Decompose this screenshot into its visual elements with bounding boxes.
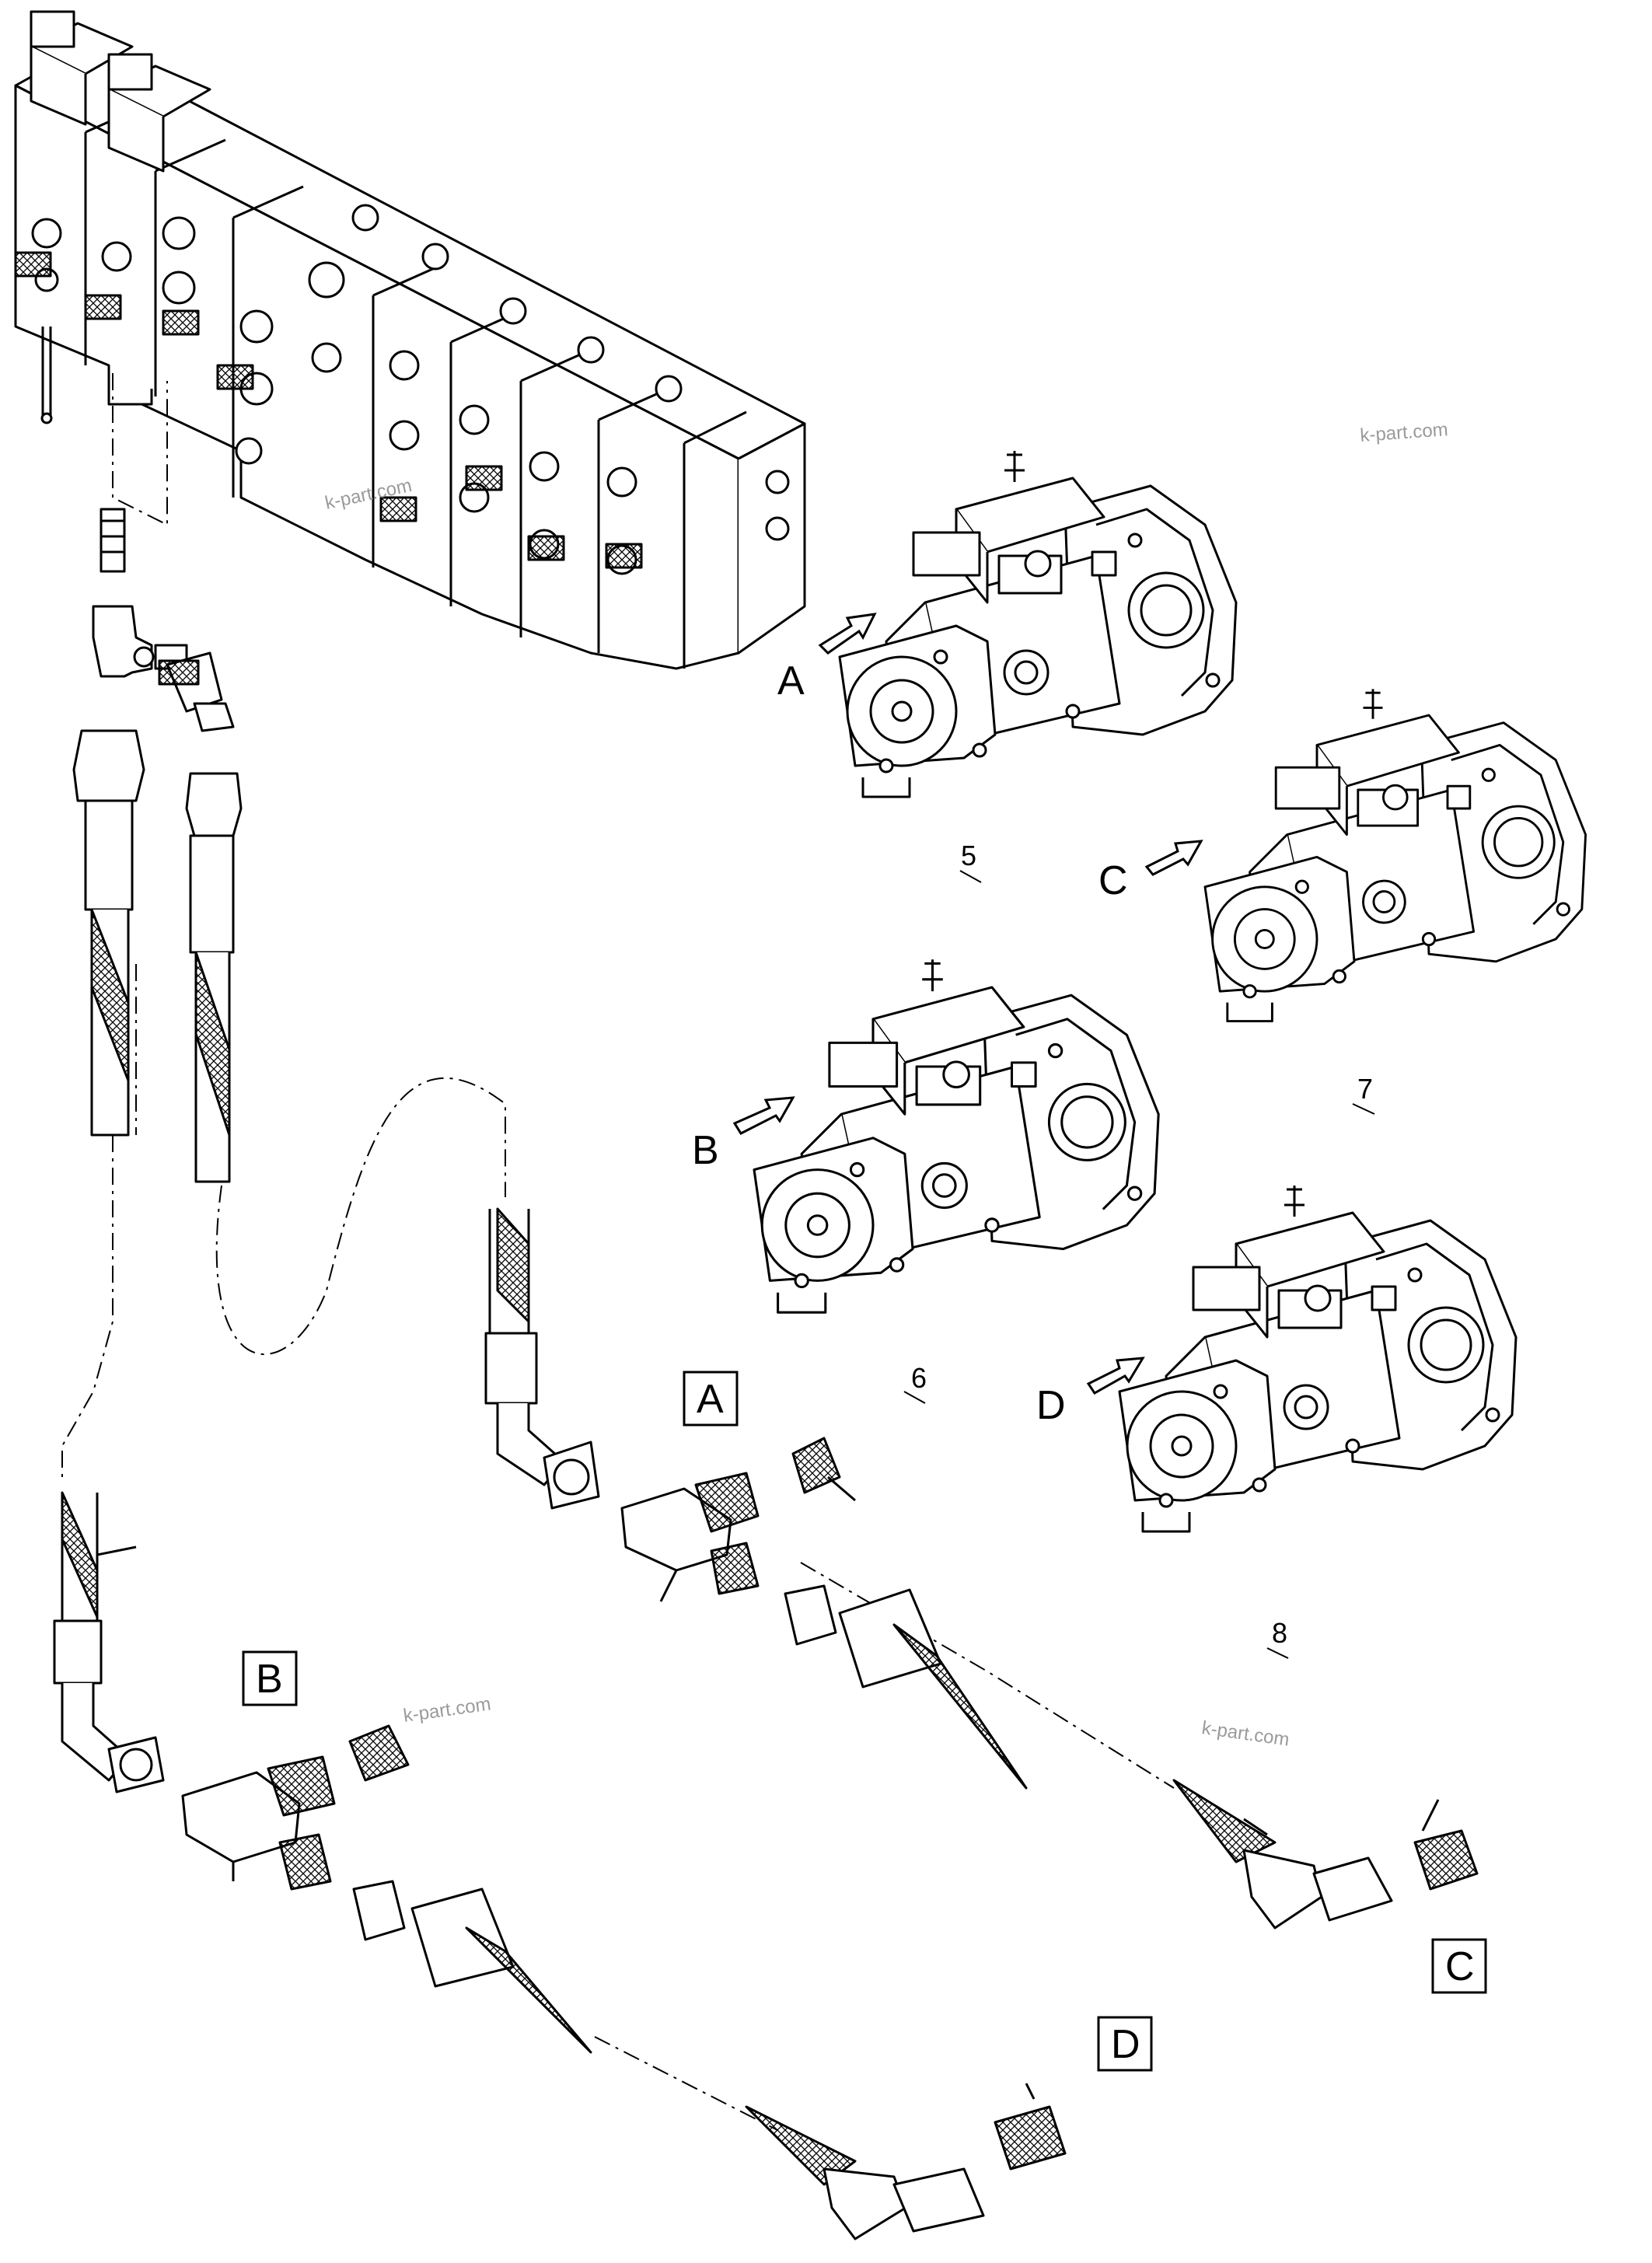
pump-item-5	[838, 449, 1238, 798]
view-arrows	[732, 613, 1203, 1395]
watermark: k-part.com	[1360, 419, 1449, 446]
hose-fittings-left	[72, 508, 243, 1183]
view-arrow-a	[818, 613, 877, 655]
view-arrow-b	[732, 1096, 795, 1135]
boxed-label-c: C	[1445, 1944, 1475, 1989]
view-label-c: C	[1098, 858, 1128, 903]
view-label-a: A	[777, 658, 805, 704]
boxed-labels	[242, 1371, 1487, 2072]
item-number-5: 5	[961, 840, 976, 871]
view-arrow-c	[1144, 840, 1203, 876]
view-label-d: D	[1036, 1383, 1066, 1428]
leader-lines	[61, 373, 1175, 2131]
pump-item-8	[1118, 1184, 1518, 1533]
boxed-label-b: B	[256, 1657, 283, 1702]
item-number-7: 7	[1357, 1073, 1373, 1105]
hose-assembly-b	[53, 1491, 1067, 2240]
item-number-8: 8	[1272, 1617, 1287, 1649]
pump-item-6	[753, 958, 1160, 1314]
item-number-6: 6	[911, 1362, 927, 1394]
boxed-label-d: D	[1111, 2022, 1140, 2067]
view-label-b: B	[692, 1128, 719, 1173]
watermark: k-part.com	[1200, 1717, 1291, 1751]
boxed-label-a: A	[697, 1377, 724, 1422]
item-leaders	[903, 870, 1375, 1659]
pump-item-7	[1203, 687, 1587, 1023]
view-arrow-d	[1086, 1357, 1145, 1395]
hose-assembly-a	[484, 1207, 1479, 1929]
watermark: k-part.com	[402, 1693, 492, 1727]
valve-manifold	[14, 10, 806, 670]
